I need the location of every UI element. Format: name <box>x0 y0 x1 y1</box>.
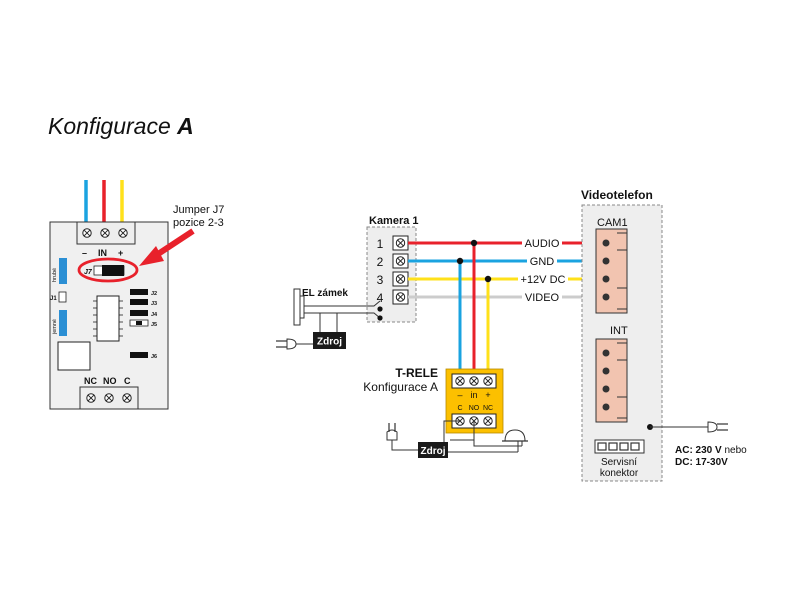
trele-c: C <box>457 405 462 412</box>
power-dc-label: DC: 17-30V <box>675 457 728 468</box>
trele-supply-wire <box>391 440 418 451</box>
camera-title: Kamera 1 <box>369 215 419 227</box>
jumper-j7-cap <box>102 265 124 276</box>
trele-subtitle: Konfigurace A <box>363 380 438 394</box>
jumper-hrube <box>59 258 67 284</box>
trele-power-plug-icon <box>386 423 398 441</box>
lock-label: EL zámek <box>302 288 348 299</box>
signal-12v: +12V DC <box>521 274 566 286</box>
jumper-jemne <box>59 310 67 336</box>
signal-gnd: GND <box>530 256 555 268</box>
camera-terminal-4: 4 <box>377 291 384 305</box>
bell-icon <box>502 429 528 452</box>
trele-nc: NC <box>483 405 493 412</box>
board-in-label: IN <box>98 248 107 258</box>
service-label-line2: konektor <box>600 468 639 479</box>
trele-no: NO <box>469 405 480 412</box>
trele-minus: – <box>457 390 462 400</box>
jumper-j2 <box>130 289 148 295</box>
service-connector <box>594 439 645 454</box>
cam1-connector <box>595 228 628 314</box>
trele-title: T-RELE <box>395 366 438 380</box>
board-c-label: C <box>124 376 131 386</box>
int-connector <box>595 338 628 423</box>
signal-video: VIDEO <box>525 292 560 304</box>
label-j1: J1 <box>50 296 57 302</box>
page-title: Konfigurace A <box>48 113 194 139</box>
trele-output-wiring <box>443 420 522 453</box>
board-no-label: NO <box>103 376 117 386</box>
trele-plus: + <box>485 390 490 400</box>
lock-supply-label: Zdroj <box>317 337 342 348</box>
lock-body <box>293 288 301 326</box>
relay-component <box>57 341 91 371</box>
signal-labels: AUDIO GND +12V DC VIDEO <box>518 236 568 304</box>
jumper-j6 <box>130 352 148 358</box>
camera-terminal-3: 3 <box>377 273 384 287</box>
label-j6: J6 <box>151 354 157 360</box>
int-label: INT <box>610 325 628 337</box>
pointer-arrow <box>139 228 195 266</box>
signal-audio: AUDIO <box>525 238 560 250</box>
lock-supply-box <box>313 332 346 349</box>
label-jemne: jemné <box>52 319 58 335</box>
relay-board: – IN + hrubé jemné J1 J7 J2 J3 J4 J5 <box>49 180 169 410</box>
label-j5: J5 <box>151 322 157 328</box>
trele-supply-box <box>418 442 448 458</box>
trele-supply-label: Zdroj <box>421 446 446 457</box>
board-nc-label: NC <box>84 376 97 386</box>
ic-pins <box>93 300 123 337</box>
label-j2: J2 <box>151 291 157 297</box>
board-minus-label: – <box>82 248 87 258</box>
label-j7: J7 <box>84 269 93 276</box>
lock-power-plug-icon <box>276 338 297 350</box>
power-ac-label: AC: 230 V nebo <box>675 445 747 456</box>
camera-terminal-1: 1 <box>377 237 384 251</box>
t-rele-module: T-RELE Konfigurace A – in + C NO NC <box>363 366 504 434</box>
wire-junctions <box>456 239 492 283</box>
camera-terminal-2: 2 <box>377 255 384 269</box>
videotelefon-power-plug-icon <box>707 421 728 433</box>
label-hrube: hrubé <box>52 268 58 282</box>
jumper-j3 <box>130 299 148 305</box>
service-label-line1: Servisní <box>601 457 637 468</box>
electric-lock: EL zámek Zdroj <box>276 288 383 350</box>
jumper-j4 <box>130 310 148 316</box>
board-plus-label: + <box>118 248 123 258</box>
trele-in: in <box>470 390 477 400</box>
videotelefon-title: Videotelefon <box>581 188 653 202</box>
jumper-j7-highlight <box>77 257 139 283</box>
jumper-note-line2: pozice 2-3 <box>173 217 224 229</box>
label-j4: J4 <box>151 312 158 318</box>
ic-chip <box>96 295 120 342</box>
jumper-note-line1: Jumper J7 <box>173 204 224 216</box>
label-j3: J3 <box>151 301 157 307</box>
camera-box <box>366 226 417 323</box>
cam1-label: CAM1 <box>597 217 628 229</box>
jumper-j1 <box>58 291 67 303</box>
